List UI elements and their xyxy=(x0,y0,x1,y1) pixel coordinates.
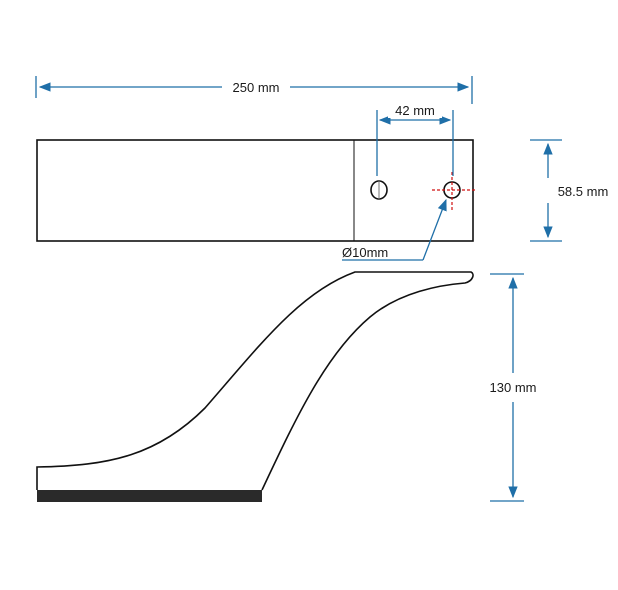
length-label: 250 mm xyxy=(233,80,280,95)
width-label: 58.5 mm xyxy=(558,184,609,199)
hole-spacing-label: 42 mm xyxy=(395,103,435,118)
dimension-width: 58.5 mm xyxy=(530,139,609,242)
top-view-outline xyxy=(36,139,474,242)
dimension-height: 130 mm xyxy=(490,273,537,502)
height-label: 130 mm xyxy=(490,380,537,395)
side-profile-outline xyxy=(36,271,474,491)
center-mark xyxy=(432,172,475,210)
dimension-length: 250 mm xyxy=(35,76,473,104)
base-strip xyxy=(37,490,262,502)
side-profile xyxy=(36,271,474,502)
dimension-hole-diameter: Ø10mm xyxy=(342,198,447,261)
dimension-hole-spacing: 42 mm xyxy=(376,103,454,176)
hole-diameter-label: Ø10mm xyxy=(342,245,388,260)
top-view xyxy=(36,139,475,242)
